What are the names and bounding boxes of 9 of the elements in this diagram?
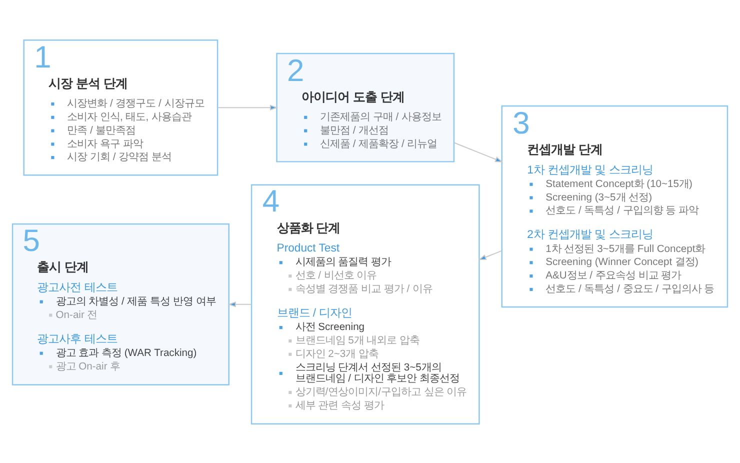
node-box: 3 컨셉개발 단계 1차 컨셉개발 및 스크리닝 Statement Concept화 (10~15개) Screening (3~5개 선정) 선호도 / 독특성 / 구입의향 등 파악 2차 컨셉개발 및 스크리닝 1차 선정된 3~5개를 Full Concept화 Screening (Winner Concept 결정) A&U정보 / 주요속성 비교 평가 선호도 / 독특성 / 중요도 / 구입의사 등 (501, 104, 728, 308)
arrow (478, 250, 502, 260)
node-box: 2 아이디어 도출 단계 기존제품의 구매 / 사용정보 불만점 / 개선점 신제품 / 제품확장 / 리뉴얼 (276, 52, 455, 162)
node-box: 1 시장 분석 단계 시장변화 / 경쟁구도 / 시장규모 소비자 인식, 태도, 사용습관 만족 / 불만족점 소비자 욕구 파악 시장 기회 / 강약점 분석 (23, 39, 218, 176)
arrow (454, 142, 504, 162)
node-box: 5 출시 단계 광고사전 테스트 광고의 차별성 / 제품 특성 반영 여부 On-air 전 광고사후 테스트 광고 효과 측정 (WAR Tracking) 광고 On-air 후 (12, 222, 230, 385)
arrow (218, 104, 278, 110)
node-box: 4 상품화 단계 Product Test 시제품의 품질력 평가 선호 / 비선호 이유 속성별 경쟁품 비교 평가 / 이유 브랜드 / 디자인 사전 Screening 브랜드네임 5개 내외로 압축 디자인 2~3개 압축 스크리닝 단계서 선정된 3~5개의 브랜드네임 / 디자인 후보안 최종선정 상기력/연상이미지/구입하고 싶은 이유 세부 관련 속성 평가 (250, 184, 480, 424)
arrow (228, 300, 252, 307)
